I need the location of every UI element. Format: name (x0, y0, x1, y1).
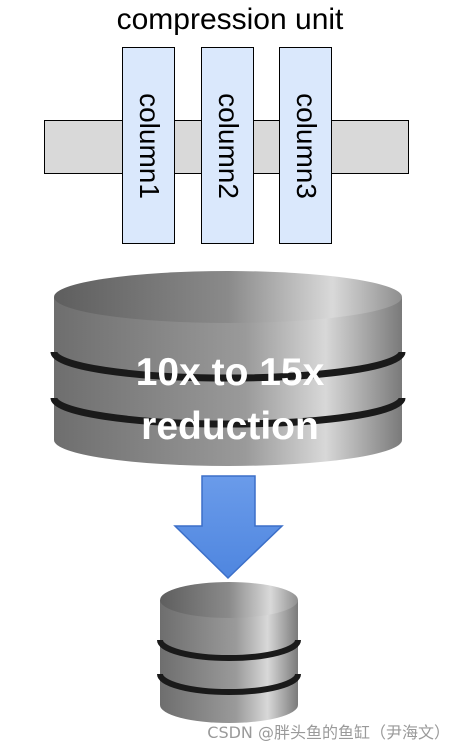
reduction-ratio-label: 10x to 15x (135, 351, 325, 394)
large-database-cylinder (50, 271, 406, 466)
reduction-label: reduction (141, 405, 319, 448)
down-arrow-icon (173, 475, 284, 580)
column-box-2: column2 (201, 47, 254, 244)
diagram-title: compression unit (116, 3, 344, 36)
small-database-cylinder (157, 582, 301, 723)
watermark-text: CSDN @胖头鱼的鱼缸（尹海文） (207, 723, 450, 742)
column-box-1: column1 (122, 47, 175, 244)
column-box-3: column3 (279, 47, 332, 244)
